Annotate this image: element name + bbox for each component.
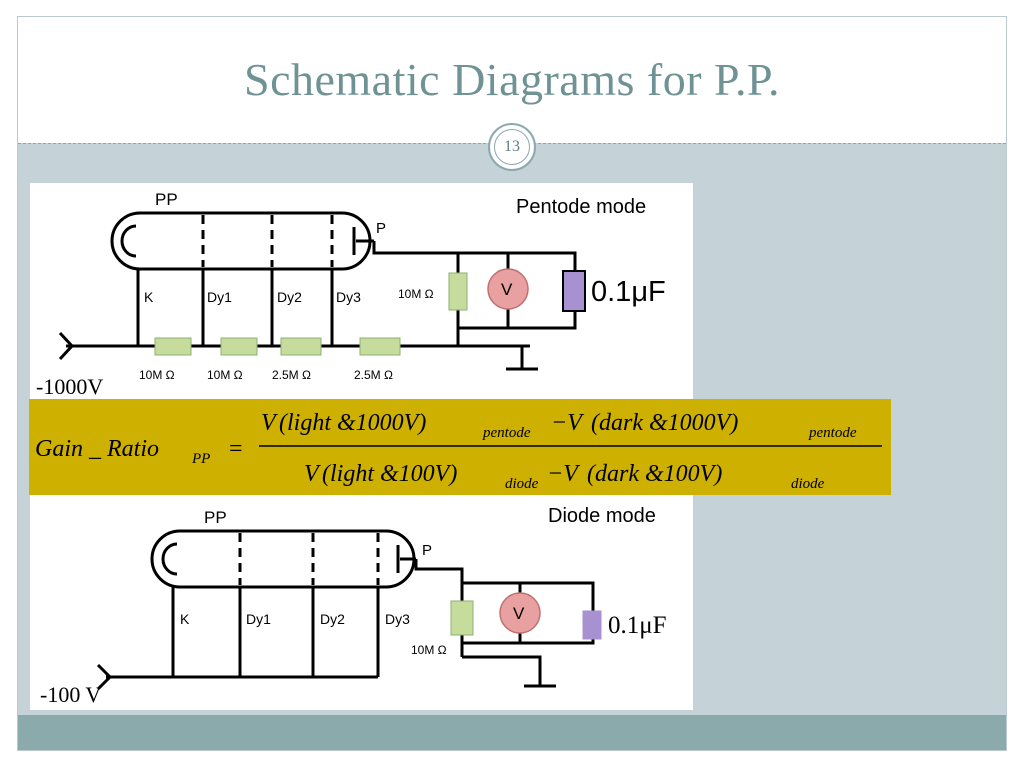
pentode-resistor-label-4: 2.5M Ω (354, 368, 393, 382)
voltmeter-pentode (487, 268, 529, 310)
load-resistor-diode (450, 600, 474, 636)
resistor-r3 (280, 337, 322, 356)
formula-svg: Gain _ Ratio PP = V (light &1000V) pento… (35, 410, 882, 492)
denominator-minus-v2: −V (547, 461, 580, 487)
page-number-badge: 13 (488, 123, 536, 171)
diode-tube-envelope (150, 529, 416, 589)
pentode-meter-label: V (501, 280, 513, 299)
pentode-electrode-k: K (144, 289, 154, 305)
diode-electrode-dy2: Dy2 (320, 611, 345, 627)
schematic-svg: PP P K Dy1 Dy2 Dy3 10M Ω V 0.1μF 10M Ω 1… (36, 190, 667, 707)
capacitor-diode (582, 610, 602, 640)
denominator-sub2: diode (791, 476, 825, 492)
slide-footer-bar (18, 715, 1006, 750)
diode-cathode-arc (161, 542, 178, 576)
pentode-load-label: 10M Ω (398, 287, 434, 301)
resistor-r4 (359, 337, 401, 356)
pentode-mode-label: Pentode mode (516, 196, 647, 218)
pentode-resistor-label-2: 10M Ω (207, 368, 243, 382)
pentode-resistor-label-3: 2.5M Ω (272, 368, 311, 382)
numerator-term2: (dark &1000V) (591, 410, 738, 436)
resistor-r2 (220, 337, 258, 356)
pentode-capacitor-label: 0.1μF (591, 276, 666, 308)
resistor-r1 (154, 337, 192, 356)
denominator-term1: (light &100V) (322, 461, 457, 487)
capacitor-pentode (562, 270, 586, 312)
gain-ratio-formula: Gain _ Ratio PP = V (light &1000V) pento… (29, 399, 891, 495)
pentode-electrode-dy2: Dy2 (277, 289, 302, 305)
numerator-minus-v2: −V (551, 410, 584, 436)
diode-capacitor-label: 0.1μF (608, 612, 667, 639)
voltmeter-diode (499, 592, 541, 634)
pentode-electrode-dy1: Dy1 (207, 289, 232, 305)
numerator-term1: (light &1000V) (279, 410, 426, 436)
formula-lhs-sub: PP (191, 451, 210, 467)
diode-meter-label: V (513, 604, 525, 623)
diode-electrode-dy1: Dy1 (246, 611, 271, 627)
slide: Schematic Diagrams for P.P. 13 (17, 16, 1007, 751)
pentode-resistor-label-1: 10M Ω (139, 368, 175, 382)
diode-tube-label: PP (204, 508, 227, 527)
diode-supply-label: -100 V (40, 682, 101, 707)
pentode-tube-envelope (110, 211, 372, 271)
diode-load-label: 10M Ω (411, 643, 447, 657)
formula-equals: = (229, 436, 243, 462)
formula-lhs: Gain _ Ratio (35, 436, 159, 462)
numerator-sub1: pentode (482, 425, 531, 441)
numerator-sub2: pentode (808, 425, 857, 441)
denominator-v1: V (304, 461, 321, 487)
diode-electrode-dy3: Dy3 (385, 611, 410, 627)
slide-header: Schematic Diagrams for P.P. (18, 17, 1006, 143)
diode-plate-label: P (422, 542, 432, 559)
diode-electrode-k: K (180, 611, 190, 627)
page-number: 13 (494, 129, 530, 165)
slide-title: Schematic Diagrams for P.P. (243, 54, 781, 105)
denominator-sub1: diode (505, 476, 539, 492)
pentode-tube-label: PP (155, 190, 178, 209)
diode-mode-label: Diode mode (548, 505, 656, 527)
load-resistor-pentode (448, 272, 468, 311)
pentode-cathode-arc (120, 224, 137, 258)
numerator-v1: V (261, 410, 278, 436)
denominator-term2: (dark &100V) (587, 461, 722, 487)
pentode-plate-label: P (376, 220, 386, 237)
pentode-supply-label: -1000V (36, 374, 103, 399)
pentode-electrode-dy3: Dy3 (336, 289, 361, 305)
